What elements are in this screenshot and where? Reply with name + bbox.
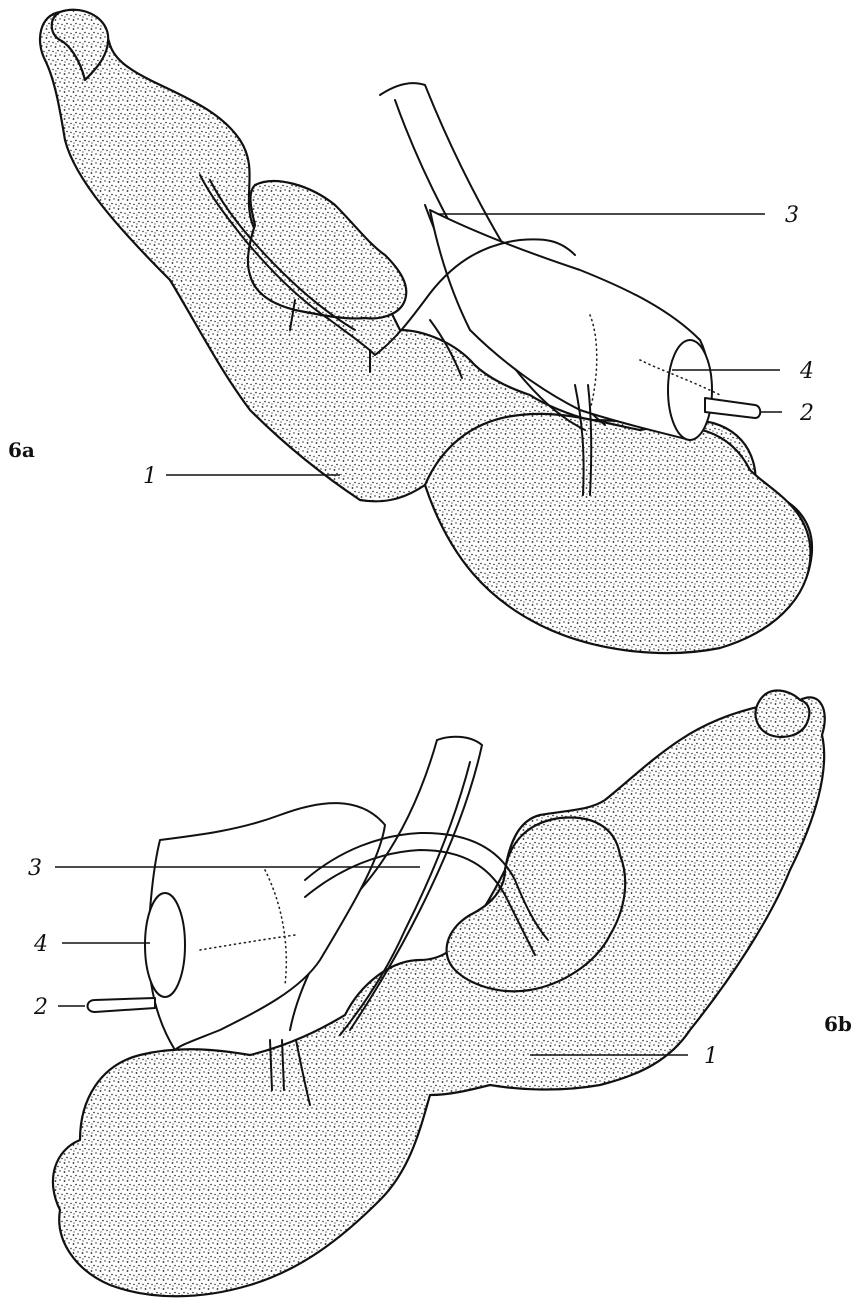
tip-knob-6b bbox=[755, 691, 809, 737]
panel-6b bbox=[53, 691, 825, 1297]
sheath-opening-6a bbox=[668, 340, 712, 440]
callout-4-6a: 4 bbox=[799, 359, 814, 384]
callout-4-6b: 4 bbox=[33, 932, 48, 957]
figure-label-6a: 6a bbox=[8, 438, 35, 462]
lower-lobe-6a bbox=[425, 414, 810, 653]
upper-lobule-6a bbox=[248, 181, 406, 318]
callout-2-6b: 2 bbox=[33, 995, 48, 1020]
callout-3-6b: 3 bbox=[28, 856, 42, 881]
duct-6b bbox=[88, 998, 156, 1012]
callout-1-6a: 1 bbox=[143, 464, 157, 489]
callout-3-6a: 3 bbox=[785, 203, 799, 228]
sheath-opening-6b bbox=[145, 893, 185, 997]
figure-label-6b: 6b bbox=[824, 1012, 852, 1036]
duct-6a bbox=[705, 398, 760, 418]
callout-2-6a: 2 bbox=[799, 401, 814, 426]
callout-1-6b: 1 bbox=[704, 1044, 718, 1069]
panel-6a bbox=[40, 10, 812, 653]
